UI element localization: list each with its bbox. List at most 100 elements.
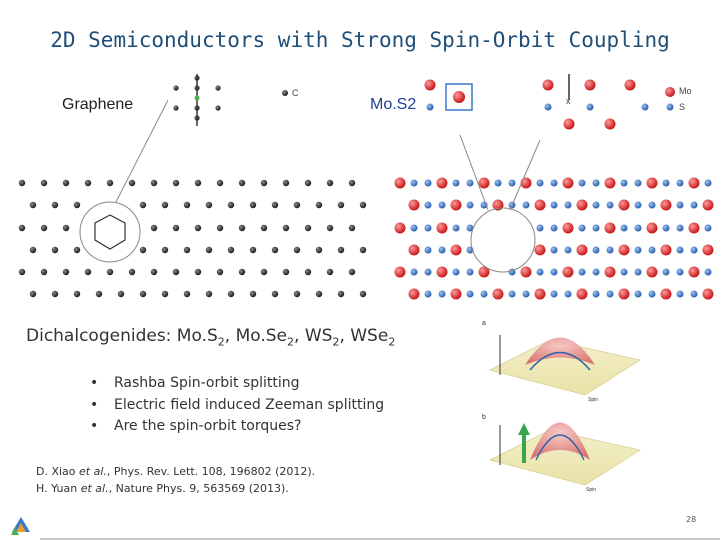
institution-logo <box>11 517 30 535</box>
mo-atom <box>408 244 420 256</box>
mo-atom <box>604 118 616 130</box>
s-atom <box>676 201 684 209</box>
panel-a-plane <box>488 339 642 396</box>
carbon-atom <box>282 179 290 187</box>
carbon-atom <box>227 201 235 209</box>
carbon-atom <box>62 268 70 276</box>
s-atom <box>586 103 594 111</box>
mo-atom <box>660 288 672 300</box>
mo-atom <box>646 222 658 234</box>
mo-atom <box>520 177 532 189</box>
carbon-atom <box>215 85 221 91</box>
carbon-legend-dot <box>282 90 288 96</box>
carbon-atom <box>348 179 356 187</box>
s-atom <box>690 246 698 254</box>
carbon-atom <box>183 201 191 209</box>
references: D. Xiao et al., Phys. Rev. Lett. 108, 19… <box>36 463 315 497</box>
mo-atom <box>534 199 546 211</box>
mos2-pointer-line-1 <box>459 134 489 211</box>
s-atom <box>648 246 656 254</box>
unit-cell-mo <box>453 91 465 103</box>
carbon-atom <box>62 224 70 232</box>
carbon-atom <box>139 246 147 254</box>
mo-atom <box>450 288 462 300</box>
carbon-atom <box>106 268 114 276</box>
s-atom <box>550 201 558 209</box>
mo-atom <box>688 177 700 189</box>
s-atom <box>508 290 516 298</box>
carbon-atom <box>95 290 103 298</box>
graphene-pointer-line <box>115 99 169 203</box>
carbon-atom <box>337 201 345 209</box>
carbon-atom <box>62 179 70 187</box>
mo-atom <box>394 222 406 234</box>
s-atom <box>620 224 628 232</box>
s-atom <box>592 201 600 209</box>
s-atom <box>606 201 614 209</box>
carbon-atom <box>40 268 48 276</box>
carbon-atom <box>194 224 202 232</box>
s-atom <box>466 179 474 187</box>
s-atom <box>550 246 558 254</box>
mo-atom <box>688 266 700 278</box>
carbon-atom <box>260 179 268 187</box>
mo-atom <box>436 222 448 234</box>
mo-atom <box>436 177 448 189</box>
mo-atom <box>492 288 504 300</box>
s-atom <box>508 179 516 187</box>
panel-b-spin-label: Spin <box>586 487 596 493</box>
carbon-atom <box>337 246 345 254</box>
slide-title: 2D Semiconductors with Strong Spin-Orbit… <box>50 28 670 52</box>
mo-atom <box>520 266 532 278</box>
s-atom <box>648 290 656 298</box>
carbon-atom <box>304 179 312 187</box>
s-atom <box>634 290 642 298</box>
carbon-atom <box>73 201 81 209</box>
carbon-atom <box>84 179 92 187</box>
s-atom <box>550 179 558 187</box>
carbon-atom <box>215 105 221 111</box>
graphene-zoom-circle <box>79 201 141 263</box>
mo-atom <box>660 199 672 211</box>
s-atom <box>550 268 558 276</box>
carbon-atom <box>315 290 323 298</box>
mo-atom <box>646 177 658 189</box>
carbon-atom <box>315 201 323 209</box>
carbon-atom <box>161 246 169 254</box>
s-atom <box>578 224 586 232</box>
s-atom <box>648 201 656 209</box>
mo-atom <box>702 199 714 211</box>
carbon-atom <box>348 224 356 232</box>
panel-b-label: b <box>482 414 486 421</box>
s-atom <box>634 246 642 254</box>
s-atom <box>578 268 586 276</box>
carbon-atom <box>348 268 356 276</box>
carbon-atom <box>172 224 180 232</box>
mo-atom <box>604 222 616 234</box>
s-atom <box>424 179 432 187</box>
s-atom <box>676 246 684 254</box>
s-atom <box>592 179 600 187</box>
carbon-atom <box>315 246 323 254</box>
s-atom <box>438 246 446 254</box>
footer-divider <box>40 538 720 540</box>
s-atom <box>592 268 600 276</box>
s-atom <box>452 268 460 276</box>
mo-atom <box>450 244 462 256</box>
panel-a-spin-arrow <box>529 351 591 371</box>
carbon-atom <box>51 246 59 254</box>
mo-atom <box>576 199 588 211</box>
s-atom <box>494 179 502 187</box>
carbon-atom <box>73 290 81 298</box>
carbon-atom <box>18 179 26 187</box>
mo-atom <box>576 288 588 300</box>
carbon-atom <box>194 179 202 187</box>
carbon-atom <box>326 268 334 276</box>
s-atom <box>564 246 572 254</box>
s-atom <box>676 224 684 232</box>
carbon-atom <box>216 179 224 187</box>
carbon-atom <box>29 290 37 298</box>
s-atom <box>676 179 684 187</box>
carbon-atom <box>304 268 312 276</box>
panel-a-label: a <box>482 320 486 327</box>
